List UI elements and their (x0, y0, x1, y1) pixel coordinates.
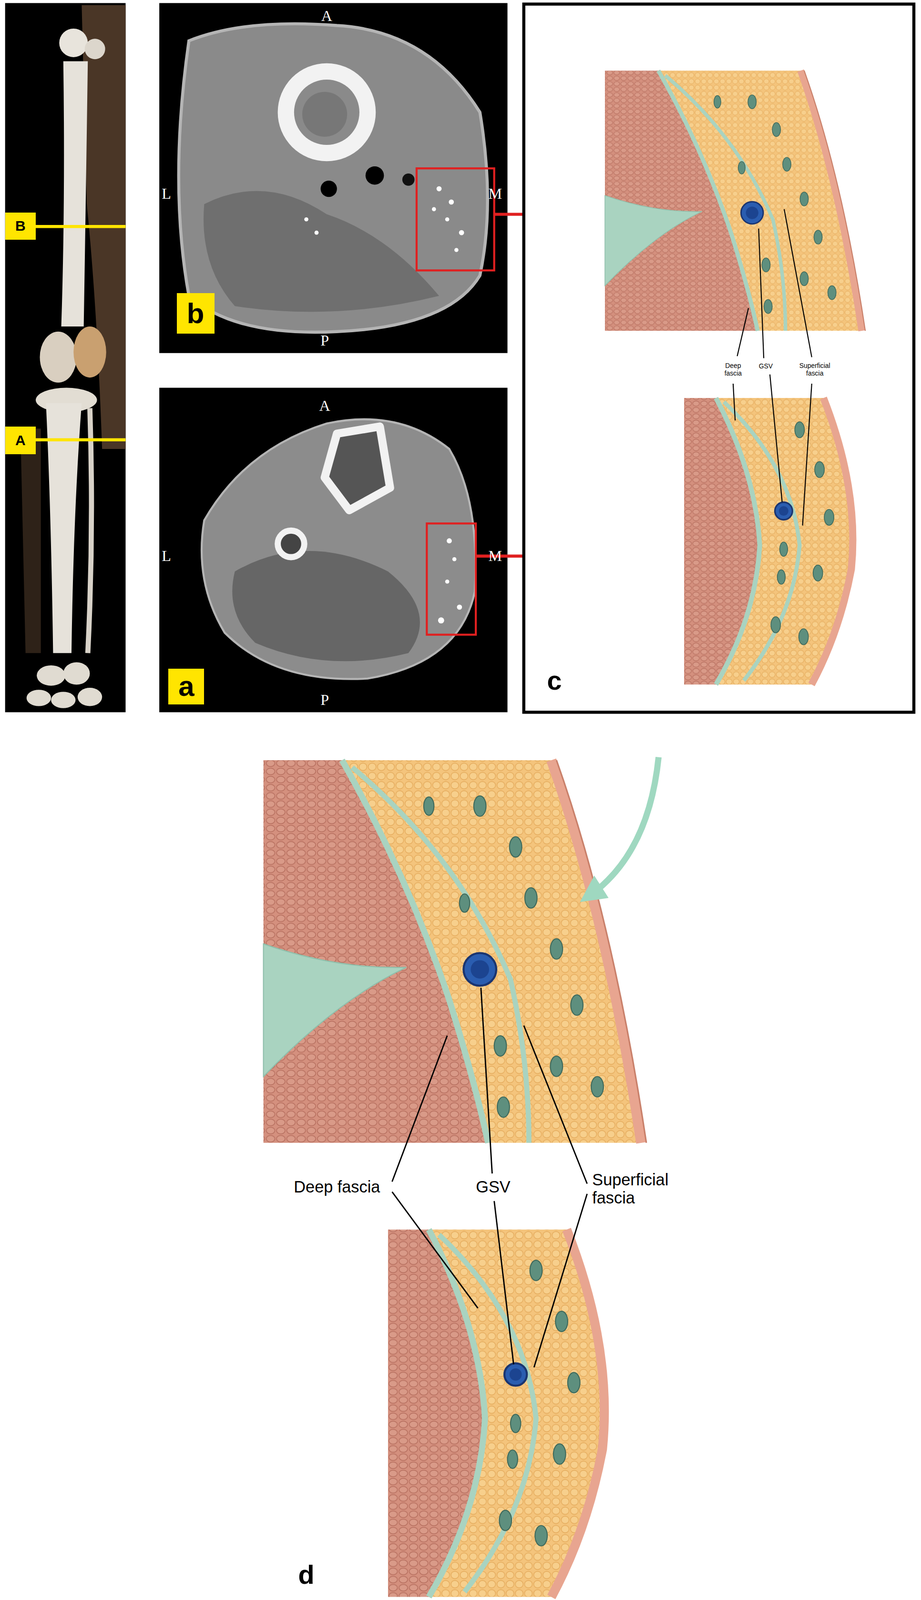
orientation-letter: A (321, 8, 333, 25)
panel-label: A (15, 433, 26, 448)
yellow-label-box: A (5, 426, 36, 455)
orientation-letter: L (161, 185, 172, 203)
panel-label: a (178, 672, 195, 701)
structure-label: Superficial fascia (592, 1171, 695, 1208)
orientation-letter: M (488, 185, 503, 203)
structure-label: Deep fascia (293, 1178, 380, 1197)
yellow-label-box: a (168, 668, 205, 705)
orientation-letter: M (488, 548, 503, 565)
panel-letter: d (298, 1560, 315, 1590)
yellow-label-box: B (5, 212, 36, 241)
structure-label: Deep fascia (718, 362, 748, 378)
structure-label: Superficial fascia (794, 362, 836, 378)
structure-label: GSV (475, 1178, 511, 1197)
structure-label: GSV (758, 362, 773, 370)
panel-letter: c (547, 666, 563, 696)
orientation-letter: A (319, 398, 331, 415)
orientation-letter: L (161, 548, 172, 565)
yellow-label-box: b (176, 293, 215, 335)
panel-label: B (15, 218, 26, 234)
orientation-letter: P (320, 692, 329, 709)
panel-label: b (186, 299, 205, 328)
orientation-letter: P (320, 332, 329, 350)
